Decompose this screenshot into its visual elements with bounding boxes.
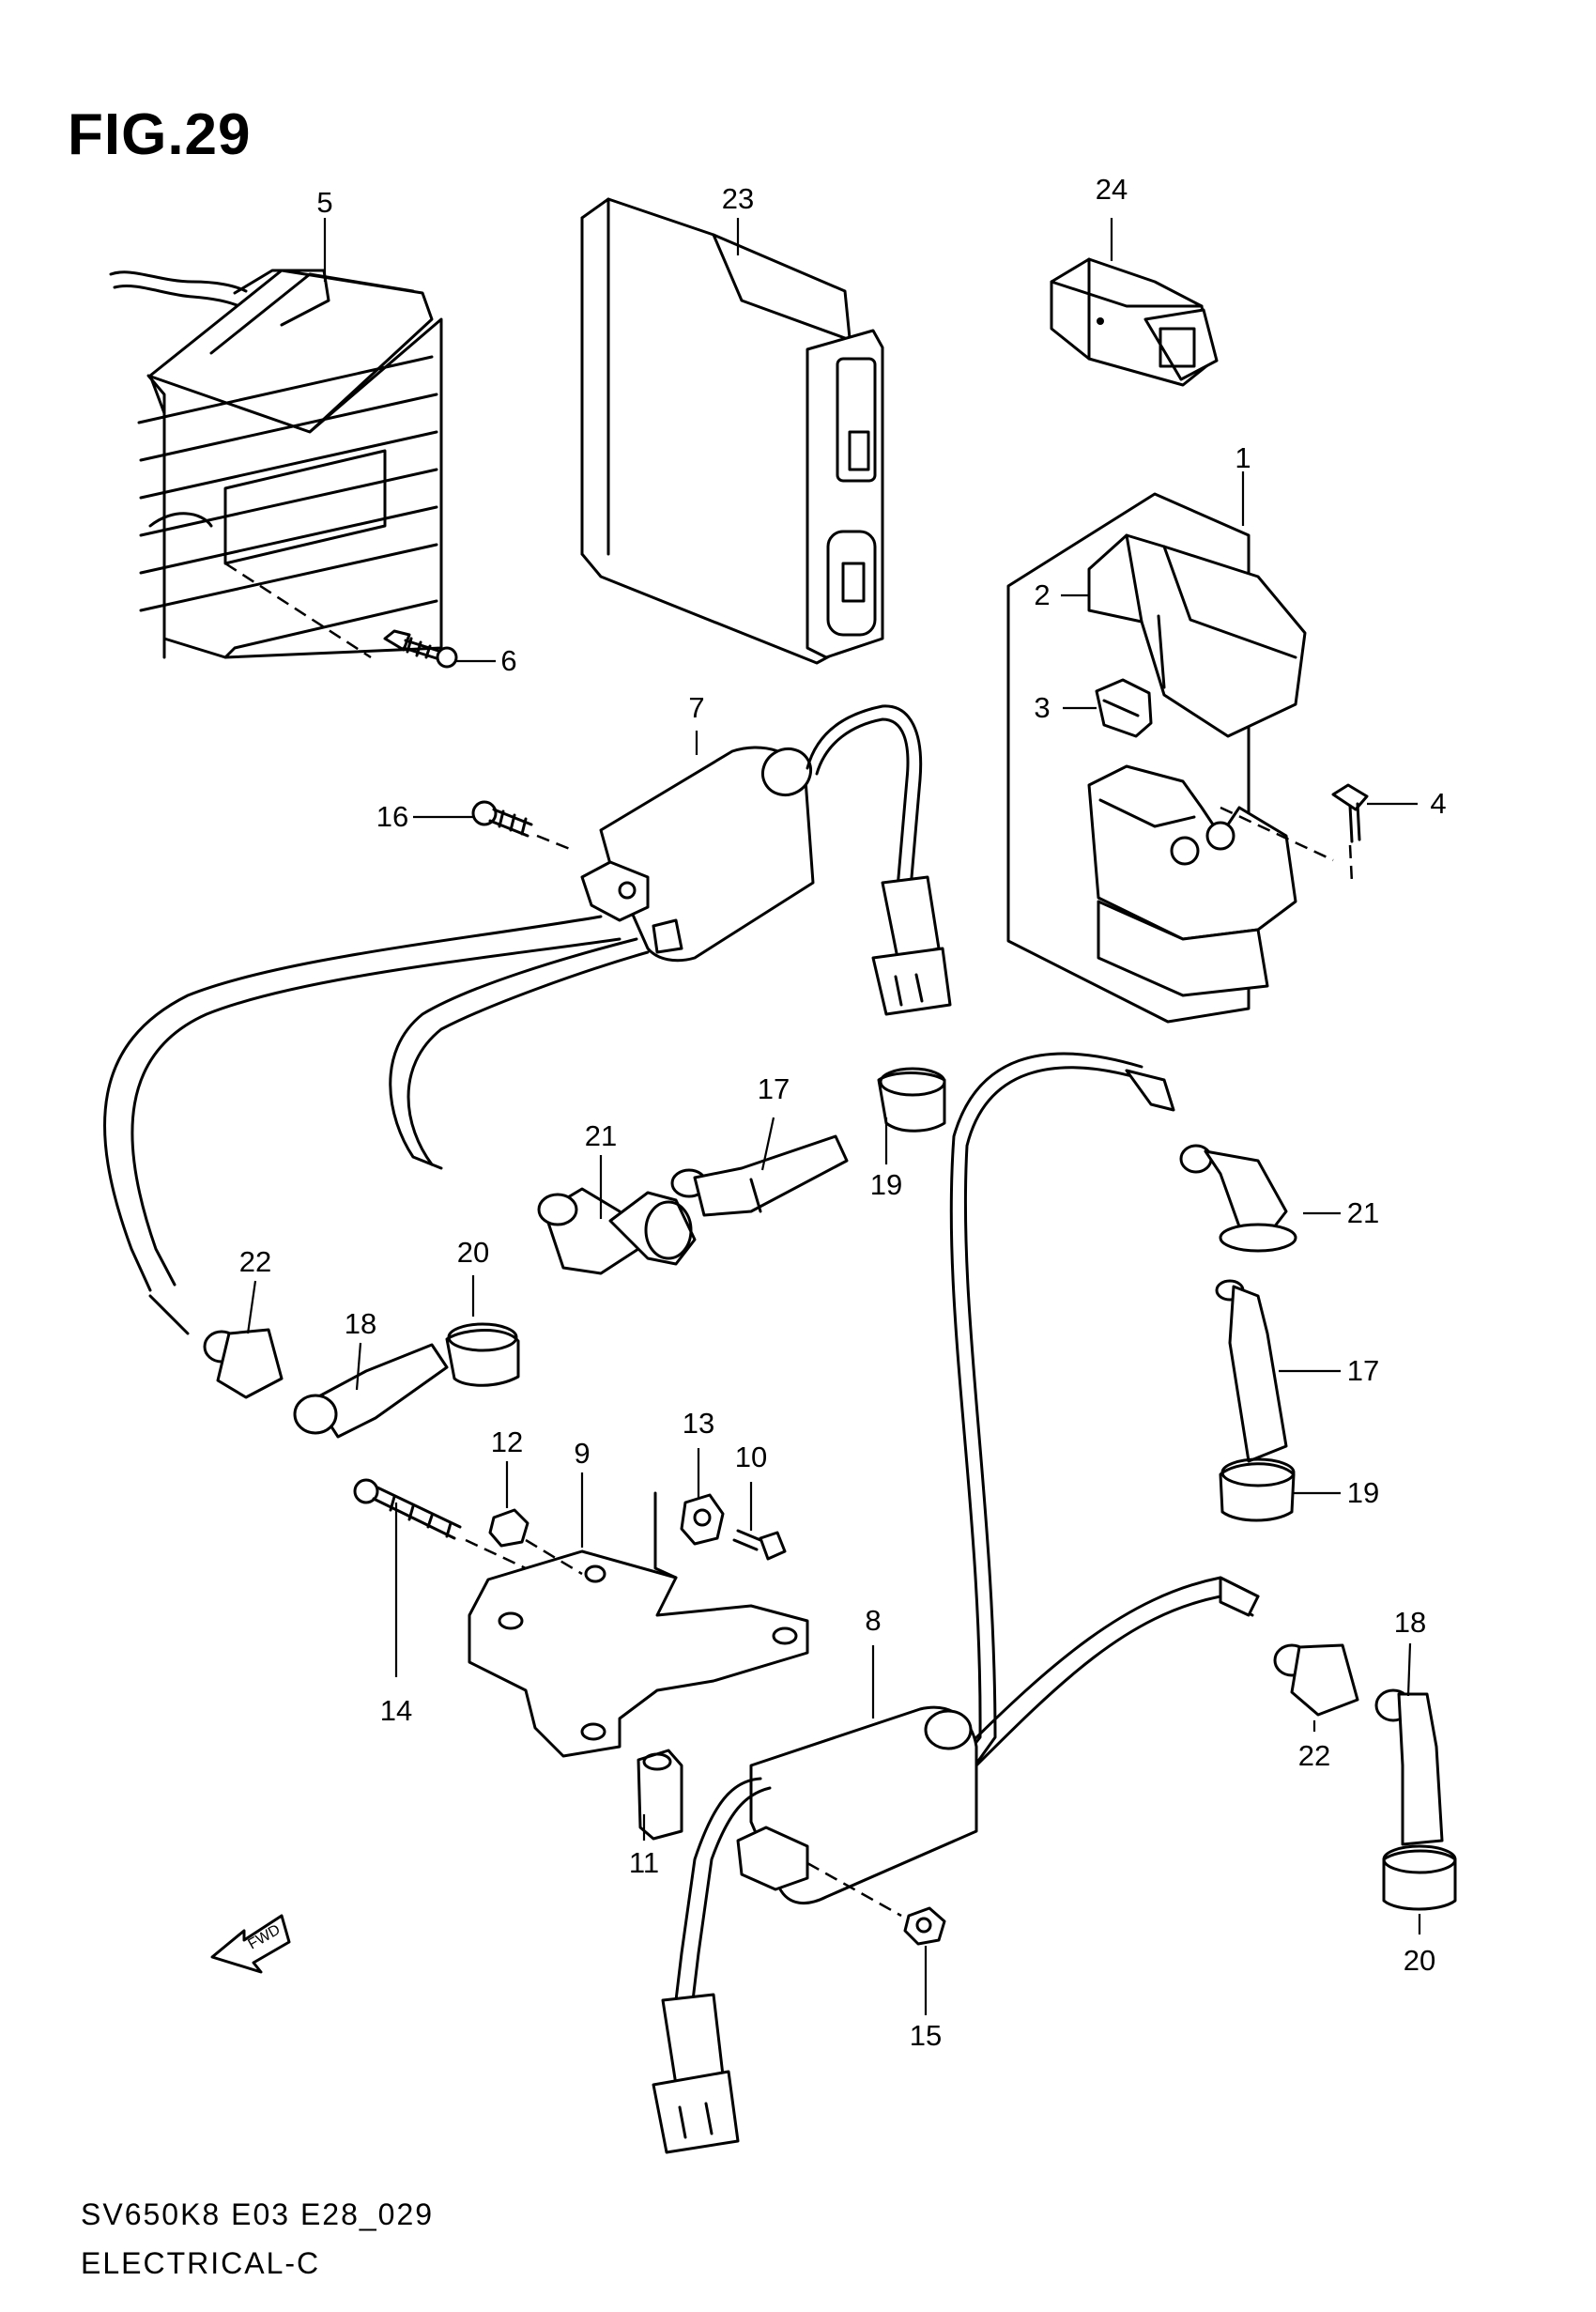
callout-10: 10 — [734, 1441, 768, 1473]
plug-boot-part-18-lower — [1374, 1688, 1444, 1846]
callout-17-lower: 17 — [1346, 1354, 1380, 1387]
callout-2: 2 — [1034, 578, 1051, 611]
spacer-part-11 — [637, 1749, 683, 1841]
plug-cap-part-22-lower — [1273, 1643, 1359, 1717]
seal-part-19-lower — [1219, 1457, 1296, 1522]
callout-3: 3 — [1034, 691, 1051, 724]
callout-20-upper: 20 — [456, 1236, 490, 1269]
screw-part-4 — [1220, 783, 1369, 884]
callout-16: 16 — [376, 800, 409, 833]
relay-cover-part-2 — [1087, 533, 1307, 738]
bolt-part-16 — [471, 800, 575, 853]
callout-15: 15 — [909, 2019, 943, 2052]
seal-part-19-upper — [877, 1067, 946, 1133]
bracket-part-9 — [468, 1491, 809, 1758]
relay-part-24 — [1050, 257, 1219, 387]
callout-21-upper: 21 — [584, 1119, 618, 1152]
nut-part-15 — [903, 1906, 946, 1946]
seal-part-20-upper — [445, 1322, 520, 1387]
plug-boot-part-17-lower — [1215, 1279, 1288, 1463]
callout-14: 14 — [379, 1694, 413, 1727]
callout-22-upper: 22 — [238, 1245, 272, 1278]
screw-part-6 — [383, 629, 458, 669]
callout-18-lower: 18 — [1393, 1606, 1427, 1639]
model-code: SV650K8 E03 E28_029 — [81, 2197, 435, 2231]
collar-part-13 — [680, 1493, 725, 1546]
nut-part-12 — [488, 1508, 583, 1576]
fuse-part-3 — [1095, 678, 1153, 738]
plug-boot-part-18-upper — [293, 1343, 449, 1439]
ecm-unit-part — [580, 197, 884, 665]
callout-13: 13 — [682, 1407, 715, 1440]
callout-22-lower: 22 — [1297, 1739, 1331, 1772]
plug-cap-part-22-upper — [203, 1328, 284, 1399]
callout-8: 8 — [865, 1604, 882, 1637]
bolt-part-10 — [732, 1529, 787, 1561]
leader-lines — [246, 218, 1421, 2015]
starter-relay-assembly-box — [1006, 492, 1251, 1024]
callout-19-upper: 19 — [869, 1168, 903, 1201]
callout-20-lower: 20 — [1403, 1944, 1436, 1977]
callout-21-lower: 21 — [1346, 1196, 1380, 1229]
callout-24: 24 — [1095, 173, 1128, 206]
ignition-coil-part-8 — [652, 1705, 978, 2154]
forward-arrow-icon: FWD — [210, 1914, 291, 1974]
high-tension-lead-front — [103, 915, 650, 1335]
plug-boot-part-17-upper — [670, 1134, 849, 1217]
callout-18-upper: 18 — [344, 1307, 377, 1340]
callout-6: 6 — [500, 644, 517, 677]
starter-relay-body — [1087, 764, 1297, 997]
bolt-part-14 — [353, 1478, 527, 1570]
figure-title: FIG.29 — [68, 102, 252, 167]
callout-5: 5 — [316, 186, 333, 219]
high-tension-lead-rear — [931, 1052, 1260, 1805]
callout-11: 11 — [628, 1846, 660, 1879]
callout-17-upper: 17 — [757, 1072, 790, 1105]
plug-cap-part-21-upper — [537, 1187, 697, 1275]
regulator-rectifier-part — [109, 269, 443, 659]
callout-1: 1 — [1235, 441, 1251, 474]
callout-7: 7 — [688, 691, 705, 724]
callout-9: 9 — [574, 1437, 591, 1470]
callout-23: 23 — [721, 182, 755, 215]
plug-cap-part-21-lower — [1179, 1144, 1297, 1253]
seal-part-20-lower — [1382, 1844, 1457, 1911]
callout-4: 4 — [1430, 787, 1447, 820]
callout-19-lower: 19 — [1346, 1476, 1380, 1509]
ignition-coil-part-7 — [580, 704, 952, 1016]
section-name: ELECTRICAL-C — [81, 2246, 321, 2280]
callout-12: 12 — [490, 1426, 524, 1458]
